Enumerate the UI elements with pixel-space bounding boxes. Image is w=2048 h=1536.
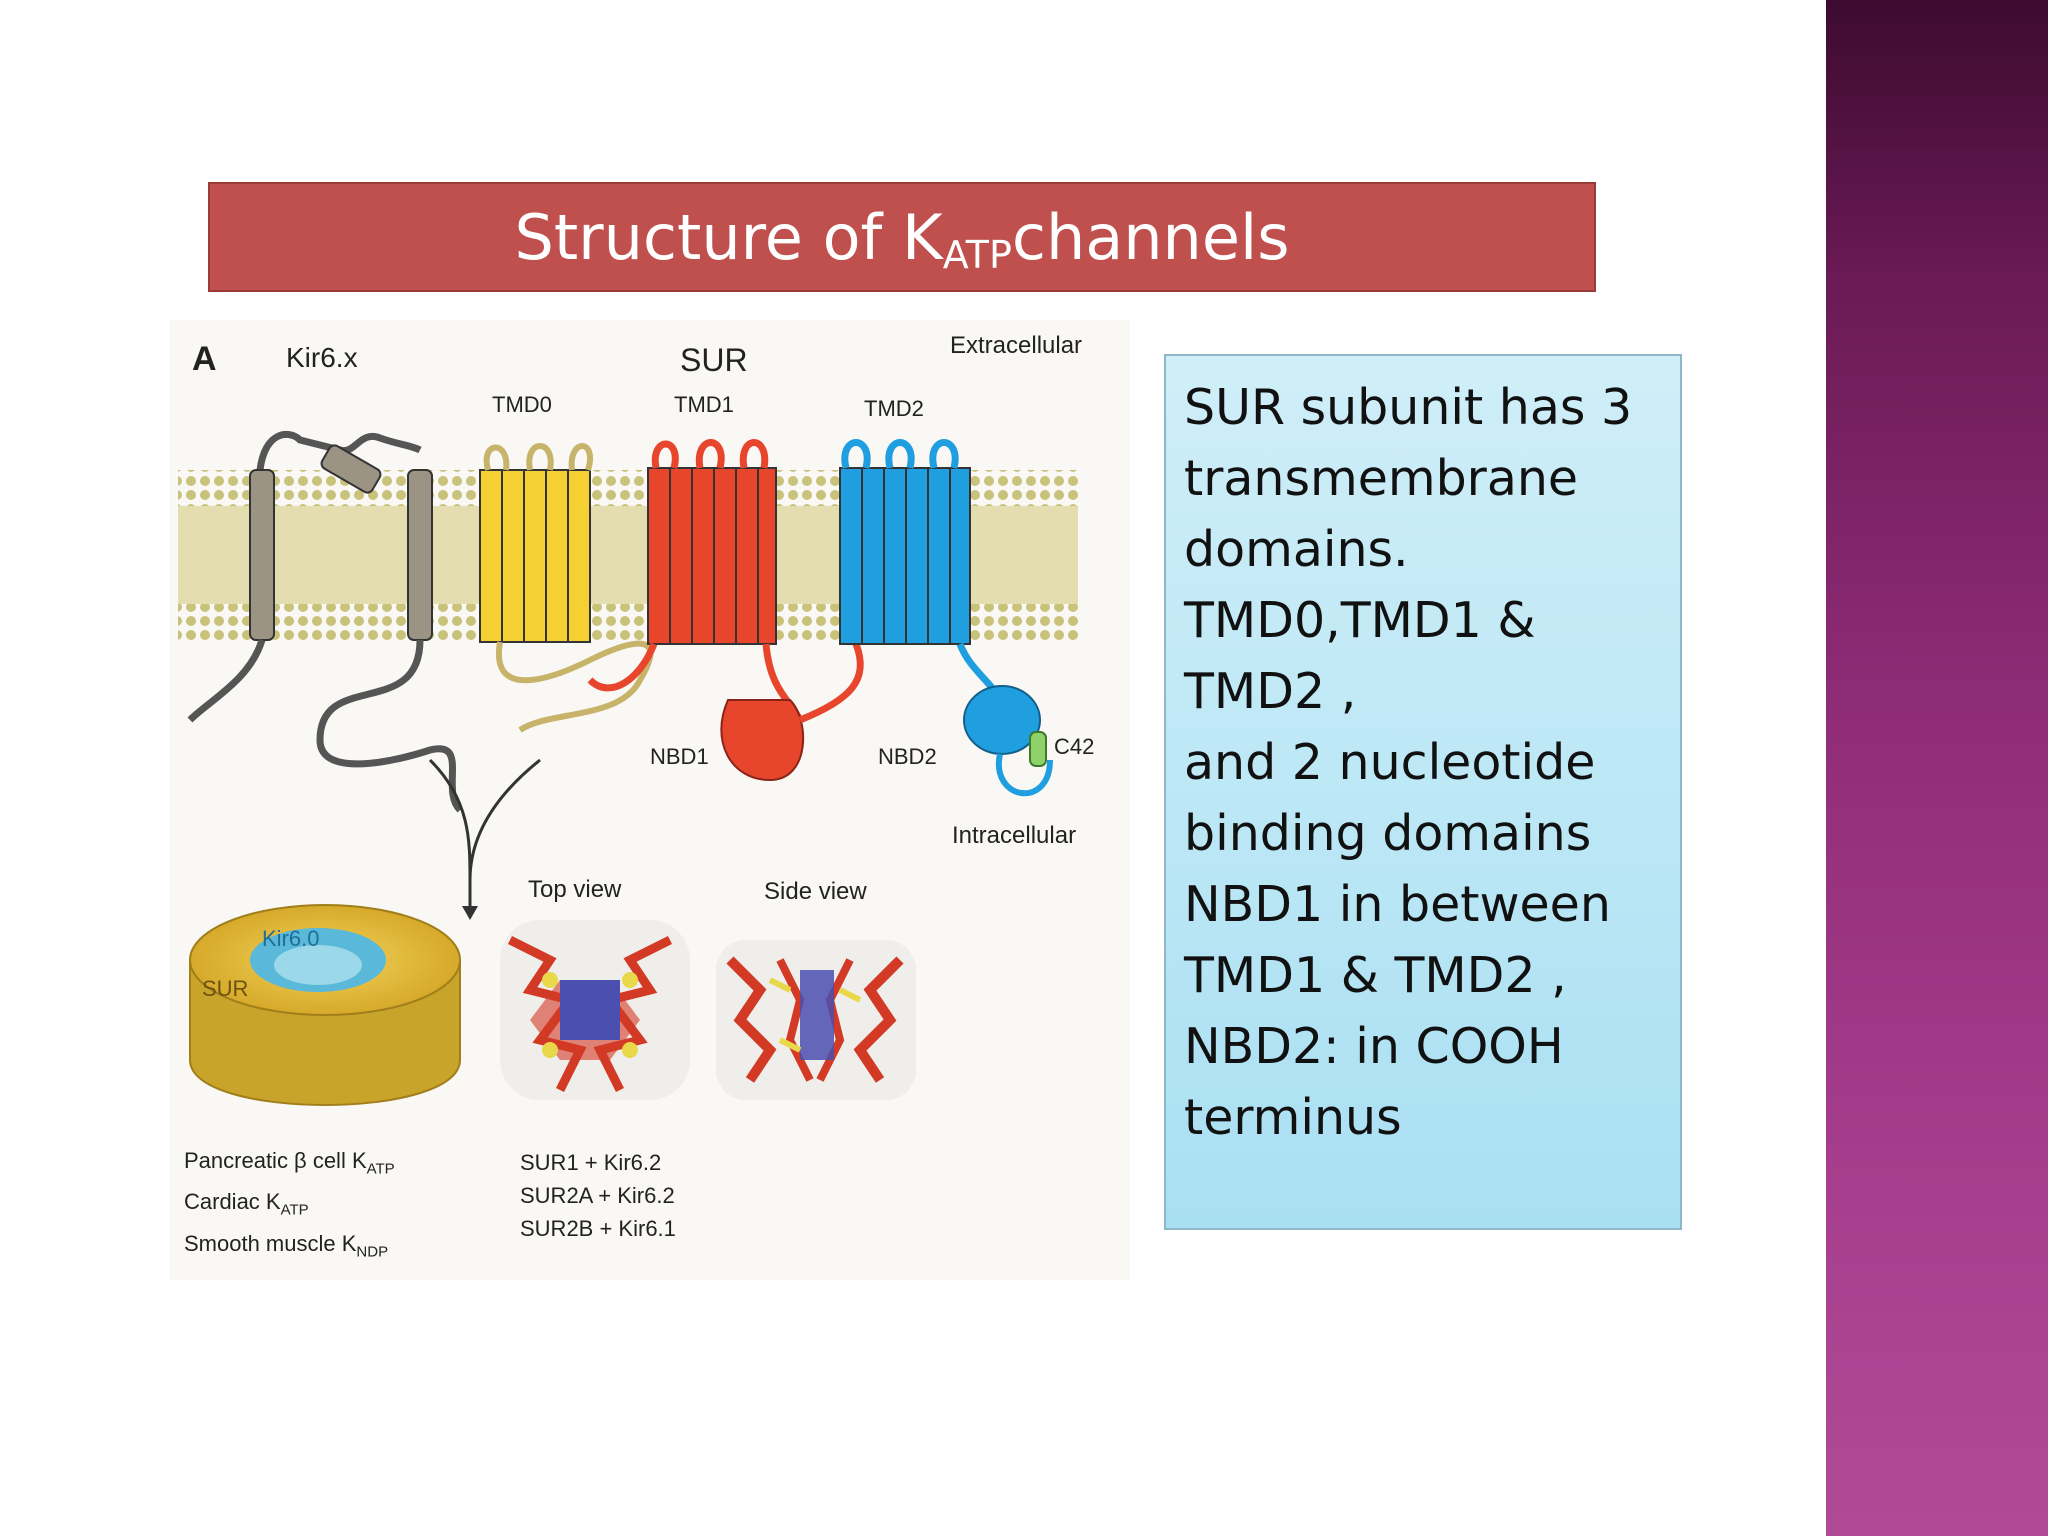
channel-type-item: Smooth muscle KNDP [184, 1230, 389, 1261]
info-line: and 2 nucleotide [1184, 734, 1596, 791]
ring-kir-label: Kir6.0 [262, 926, 320, 951]
info-line: SUR subunit has 3 [1184, 379, 1633, 436]
sur-label: SUR [680, 342, 748, 378]
top-view-structure [500, 920, 690, 1100]
kir-subunit-helices [187, 430, 463, 813]
figure-drawing [178, 430, 1078, 1106]
panel-label: A [192, 340, 217, 378]
ring-sur-label: SUR [202, 976, 249, 1001]
tmd1-label: TMD1 [674, 392, 734, 417]
info-line: NBD2: in COOH [1184, 1018, 1564, 1075]
info-line: TMD0,TMD1 & [1184, 592, 1536, 649]
info-line: transmembrane [1184, 450, 1579, 507]
side-view-label: Side view [764, 878, 867, 905]
nbd2-label: NBD2 [878, 744, 937, 769]
combo-item: SUR1 + Kir6.2 [520, 1150, 662, 1175]
info-line: binding domains [1184, 805, 1592, 862]
combo-item: SUR2B + Kir6.1 [520, 1216, 676, 1241]
katp-structure-figure: A Kir6.x SUR Extracellular TMD0 TMD1 TMD… [170, 320, 1130, 1280]
tmd2-label: TMD2 [864, 396, 924, 421]
tmd0-label: TMD0 [492, 392, 552, 417]
info-line: NBD1 in between [1184, 876, 1611, 933]
info-line: domains. [1184, 521, 1409, 578]
extracellular-label: Extracellular [950, 332, 1083, 359]
nbd2-domain [963, 685, 1053, 797]
combo-item: SUR2A + Kir6.2 [520, 1183, 675, 1208]
info-line: TMD1 & TMD2 , [1184, 947, 1567, 1004]
nbd1-label: NBD1 [650, 744, 709, 769]
info-line: TMD2 , [1184, 663, 1357, 720]
info-textbox: SUR subunit has 3 transmembrane domains.… [1164, 354, 1682, 1230]
channel-type-item: Cardiac KATP [184, 1189, 309, 1219]
info-line: terminus [1184, 1089, 1402, 1146]
title-subscript: ATP [942, 233, 1012, 277]
side-view-structure [716, 940, 916, 1100]
assembly-arrow [428, 758, 541, 920]
channel-type-item: Pancreatic β cell KATP [184, 1148, 395, 1178]
intracellular-label: Intracellular [952, 822, 1077, 849]
channel-types-list: Pancreatic β cell KATP Cardiac KATP Smoo… [184, 1144, 395, 1268]
tmd0-helices [479, 443, 654, 733]
top-view-label: Top view [528, 876, 622, 903]
decorative-sidebar [1826, 0, 2048, 1536]
channel-ring-model [189, 904, 461, 1106]
nbd1-domain [720, 642, 864, 782]
subunit-combos-list: SUR1 + Kir6.2 SUR2A + Kir6.2 SUR2B + Kir… [520, 1146, 676, 1245]
title-main: Structure of K [514, 200, 943, 274]
c42-label: C42 [1054, 734, 1095, 759]
title-rest: channels [1011, 200, 1290, 274]
kir-label: Kir6.x [286, 342, 358, 373]
